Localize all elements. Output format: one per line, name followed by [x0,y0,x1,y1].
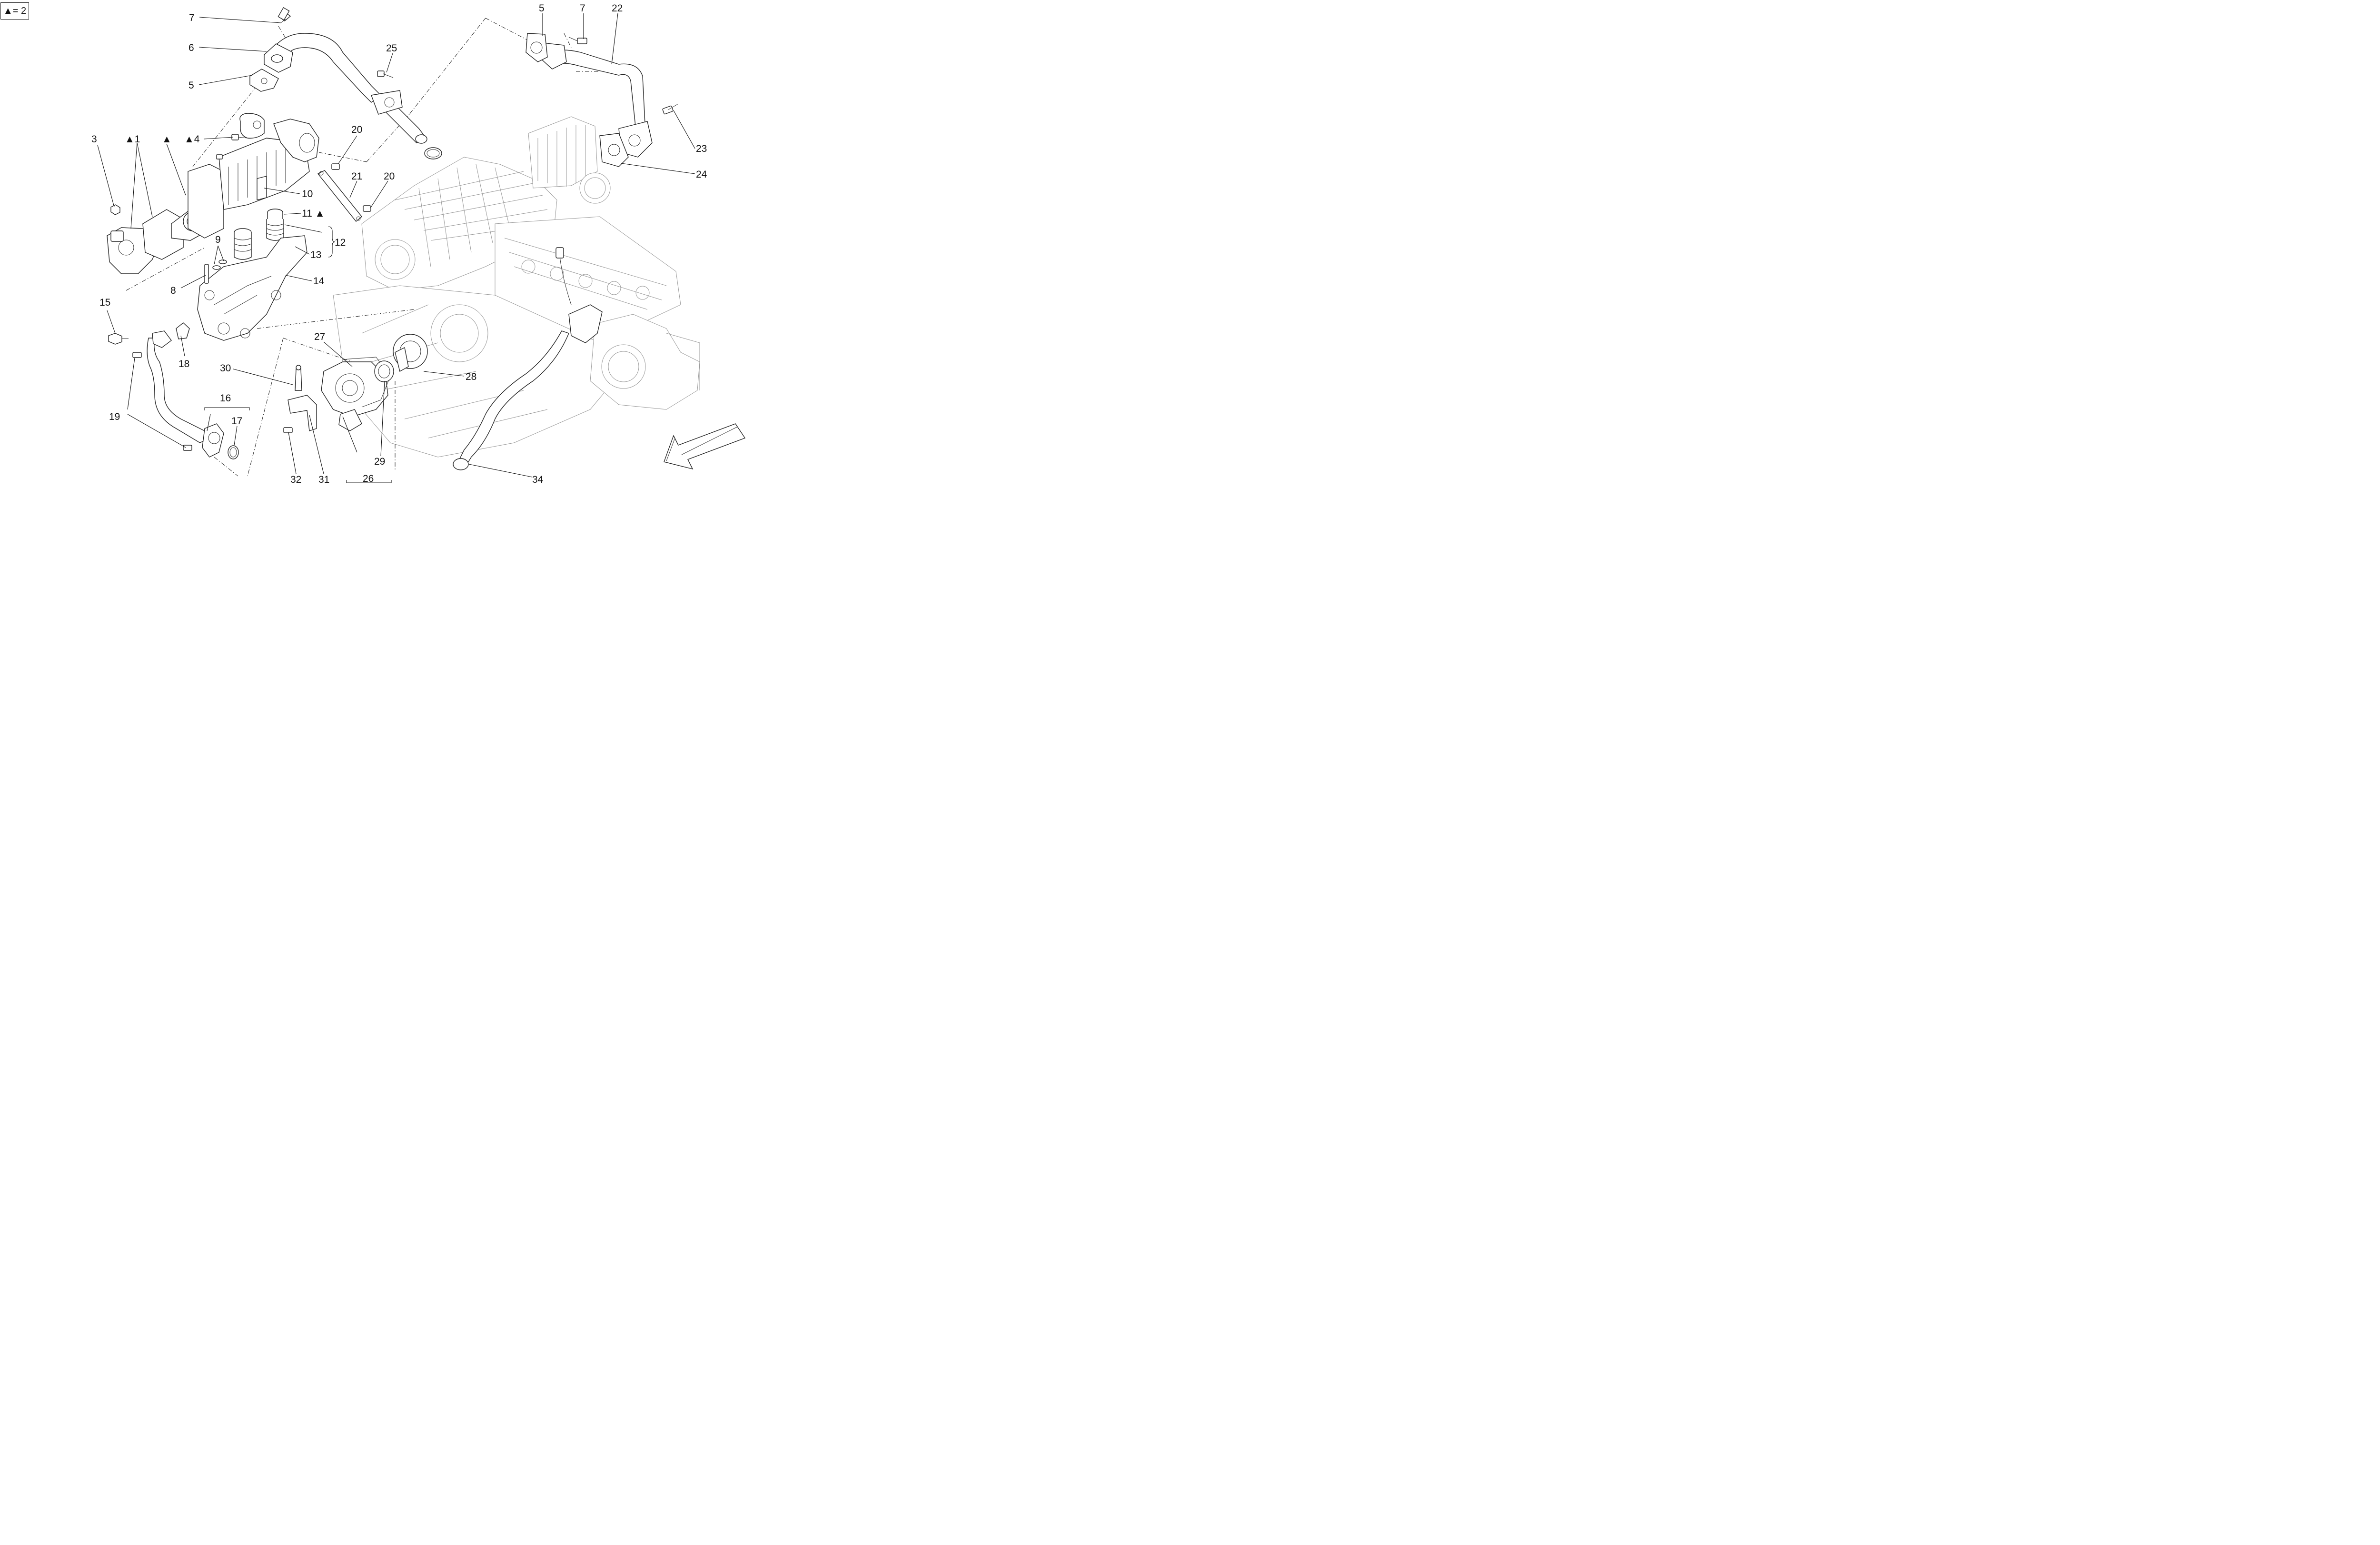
callout-23: 23 [696,143,707,154]
callout-3: 3 [91,134,97,145]
gasket-24 [599,133,629,167]
callout-triangle: ▲ [162,134,172,145]
callout-7-left: 7 [189,12,195,23]
bolt-32 [283,427,293,433]
callout-17: 17 [231,416,242,427]
hose-left [234,228,252,260]
callout-20-upper: 20 [351,124,362,135]
callout-19: 19 [109,411,120,422]
callout-21: 21 [351,171,362,182]
gasket-18 [176,322,190,339]
callout-9: 9 [215,234,221,245]
callout-26: 26 [363,473,374,484]
callout-8: 8 [170,285,176,296]
bolt-23 [662,103,679,115]
water-pump-26 [321,361,388,431]
bolt-20-upper [331,163,340,170]
gasket-5-right [526,33,548,62]
actuator-4 [231,113,265,140]
callout-4: ▲4 [184,134,200,145]
hose-34 [453,247,603,470]
callout-18: 18 [178,359,189,369]
callout-25: 25 [386,43,397,54]
callout-15: 15 [99,297,110,308]
egr-cooler-assembly [171,119,319,241]
callout-14: 14 [313,276,325,287]
egr-pipe-22 [541,42,653,158]
callout-1: ▲1 [125,134,140,145]
assembly-lines [126,18,600,477]
sensor-30 [295,365,302,391]
callout-6: 6 [188,42,194,53]
bolt-7-left [278,7,291,23]
egr-valve-1 [107,209,184,274]
seal-29 [374,360,394,382]
washers-9 [212,259,227,270]
bolt-7-right [568,37,587,44]
callout-20-lower: 20 [384,171,395,182]
impeller-28 [393,334,428,372]
legend-text: ▲= 2 [3,5,27,16]
bracket-14 [197,235,307,341]
o-ring-plenum [424,147,442,159]
exploded-diagram: 7 6 5 5 7 22 25 3 ▲1 ▲ ▲4 20 23 24 10 21… [91,3,746,485]
callout-13: 13 [310,249,321,260]
callout-30: 30 [220,363,231,374]
callout-24: 24 [696,169,707,180]
front-direction-arrow [664,423,746,470]
gasket-5-left [249,69,279,92]
small-bolt-near-4 [216,154,223,159]
callout-34: 34 [532,474,544,485]
callout-16: 16 [220,393,231,404]
callout-12: 12 [335,237,346,248]
callout-28: 28 [466,371,476,382]
leader-lines [97,13,695,483]
bolt-20-lower [363,205,371,212]
coolant-pipe-16 [147,330,224,458]
callout-5-right: 5 [539,3,545,14]
callout-7-right: 7 [580,3,585,14]
callout-5-left: 5 [188,80,194,91]
bolt-25 [377,70,394,78]
bolt-19-lower [183,445,192,451]
callout-labels: 7 6 5 5 7 22 25 3 ▲1 ▲ ▲4 20 23 24 10 21… [91,3,707,485]
callout-27: 27 [314,331,325,342]
callout-31: 31 [318,474,329,485]
bolt-15 [108,333,129,345]
hose-12 [266,219,284,241]
o-ring-17 [228,445,239,459]
nut-3 [110,204,120,215]
engine-block-illustration [333,116,700,458]
callout-11: 11 ▲ [302,208,325,219]
pin-8 [204,264,209,284]
egr-pipe-upper-left [264,33,427,144]
callout-29: 29 [374,456,385,467]
legend-box: ▲= 2 [0,2,29,20]
bracket-31 [288,395,317,431]
callout-10: 10 [302,189,313,199]
callout-22: 22 [612,3,623,14]
callout-32: 32 [290,474,301,485]
strap-21 [317,170,362,222]
bolt-19-upper [132,352,142,358]
